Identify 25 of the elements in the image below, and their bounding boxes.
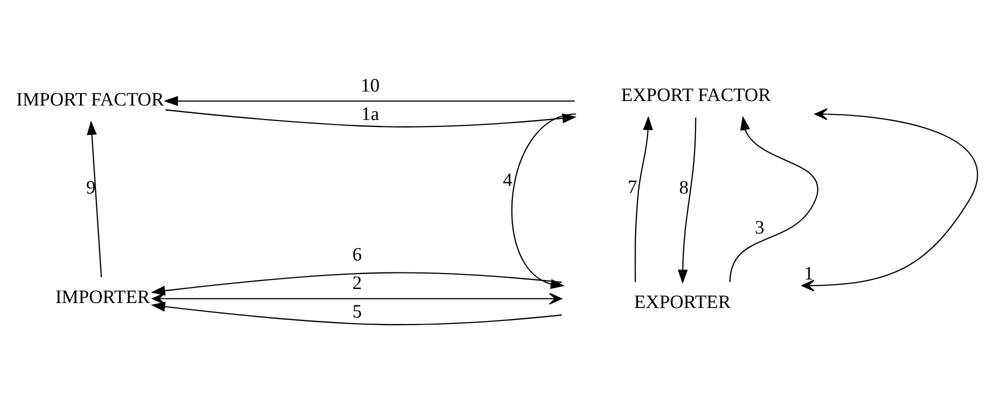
arrow [86,120,102,278]
edge-label: 6 [352,244,362,266]
arrow [802,108,978,292]
edge-label: 1 [804,263,814,284]
arrow [164,96,575,106]
arrow [678,118,696,284]
edge-label: 5 [352,301,362,322]
arrow [511,113,576,290]
arrow [150,272,562,296]
edge-label: 1a [361,104,380,125]
node-text: IMPORTER [55,287,150,308]
node-text: EXPORT FACTOR [621,84,771,106]
edge-label: 8 [679,177,689,198]
edge-label: 3 [754,218,764,239]
arrow [150,302,562,326]
node-text: IMPORT FACTOR [16,90,164,111]
edge-label: 7 [628,176,638,198]
node-text: EXPORTER [634,292,731,313]
arrow [729,116,818,282]
edge-label: 4 [502,170,512,192]
arrow [634,116,653,282]
edge-label: 2 [352,272,362,294]
arrow [165,109,577,128]
edge-label: 9 [86,177,96,198]
edge-label: 10 [360,75,380,96]
